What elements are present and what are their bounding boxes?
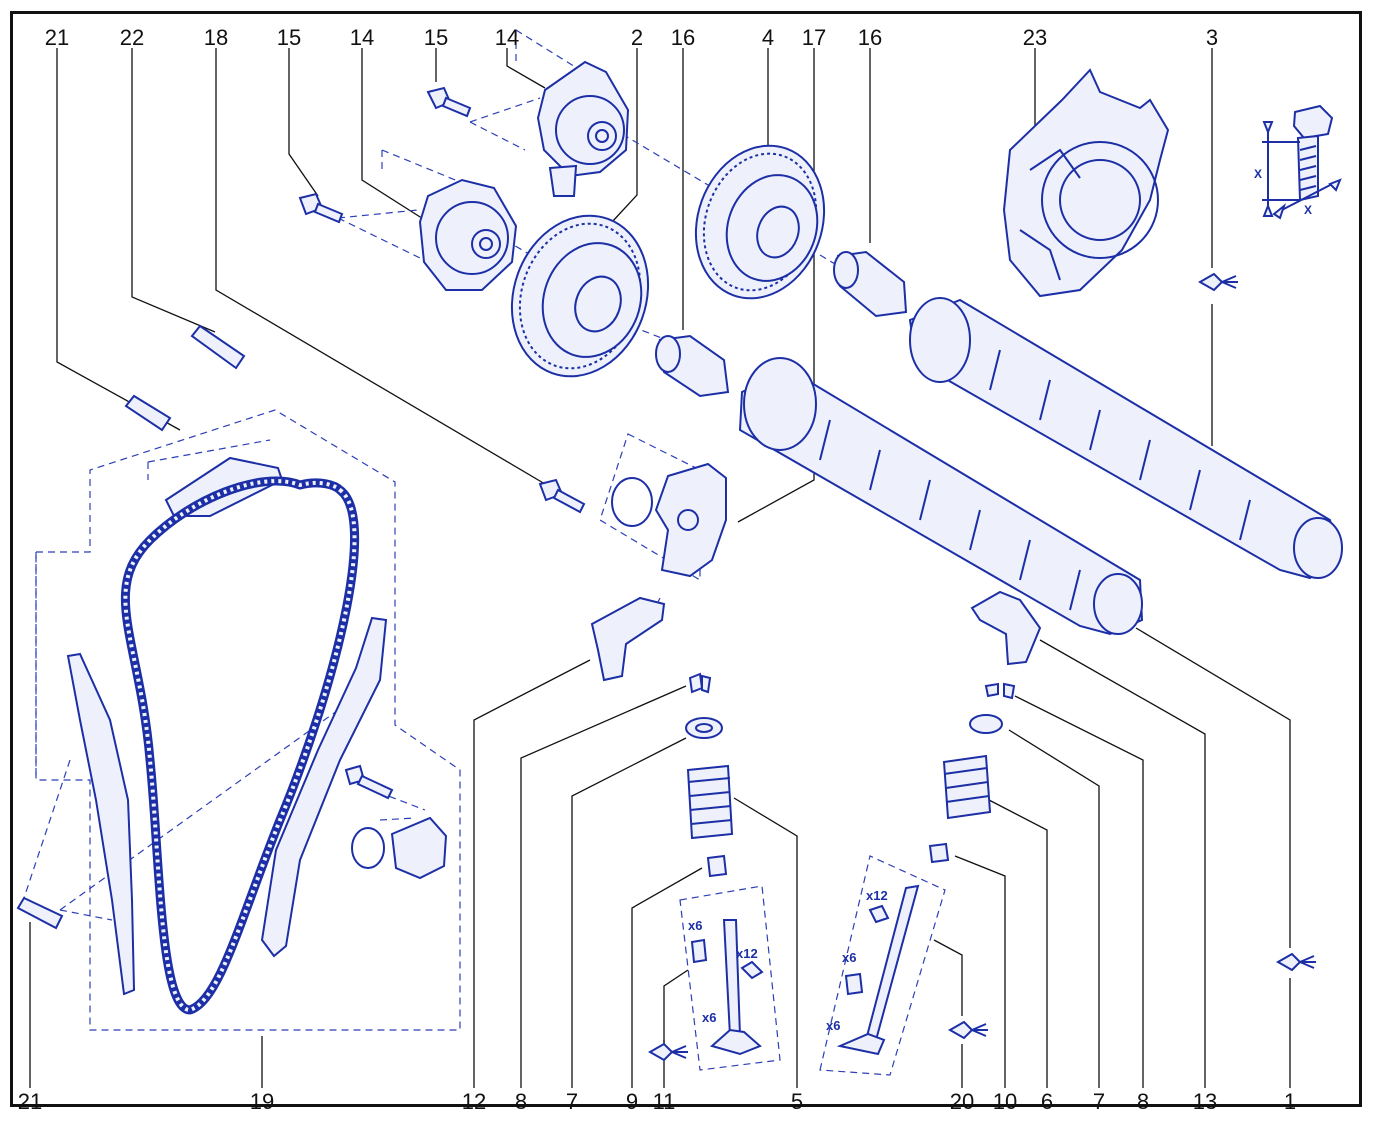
part-8-valve-keeper-right [984,682,1016,700]
qty-label: x6 [842,950,856,965]
qty-label: x6 [688,918,702,933]
part-1-exhaust-camshaft [738,357,1144,636]
part-23-cover [1002,68,1170,298]
part-label-8: 8 [1136,1089,1150,1114]
sealant-icon [647,1042,688,1062]
part-label-12: 12 [461,1089,487,1114]
part-6-valve-spring-right [942,754,992,820]
part-21-dowel-pin-lower [16,896,64,930]
part-label-3: 3 [1205,25,1219,50]
chain-guide-right [260,616,388,958]
part-15-bolt-upper [426,86,472,118]
part-14-vvt-actuator-lower [418,178,518,291]
diagram-frame [10,11,1362,1107]
sealant-icon [1197,272,1238,292]
part-5-valve-spring-left [686,764,734,840]
part-label-2: 2 [630,25,644,50]
dimension-x-vertical: X [1254,167,1262,181]
part-label-10: 10 [992,1089,1018,1114]
chain-guide-upper [164,456,284,517]
part-11-intake-valve [690,919,764,1056]
part-label-21: 21 [44,25,70,50]
part-label-18: 18 [203,25,229,50]
part-label-21: 21 [17,1089,43,1114]
part-label-7: 7 [565,1089,579,1114]
part-label-11: 11 [652,1089,676,1114]
dimension-x-horizontal: X [1304,203,1312,217]
part-label-23: 23 [1022,25,1048,50]
part-18-bolt [538,478,586,514]
part-20-exhaust-valve [836,884,920,1056]
part-4-camshaft-sprocket-intake [694,144,826,300]
part-21-dowel-pin-upper [124,394,172,432]
part-label-20: 20 [949,1089,975,1114]
sealant-icon [947,1020,988,1040]
part-label-16: 16 [670,25,696,50]
part-16-oil-control-valve-lower [655,334,730,398]
part-12-rocker-arm [590,596,666,682]
part-label-19: 19 [249,1089,275,1114]
part-19-timing-chain [120,476,360,1015]
qty-label: x6 [702,1010,716,1025]
part-8-valve-keeper-left [688,672,712,694]
bolt-dimension-diagram: X X [1254,104,1342,220]
part-label-22: 22 [119,25,145,50]
part-2-camshaft-sprocket-exhaust [510,214,650,378]
part-22-dowel-pin [190,324,246,370]
part-16-oil-control-valve-upper [833,250,908,318]
part-15-bolt-lower [298,192,344,224]
part-label-14: 14 [494,25,520,50]
part-label-8: 8 [514,1089,528,1114]
chain-tensioner-lower [344,764,448,880]
part-17-tensioner [611,462,727,578]
sealant-icon [1275,952,1316,972]
part-label-15: 15 [276,25,302,50]
qty-label: x12 [866,888,888,903]
leader-lines [29,48,1291,1088]
part-label-16: 16 [857,25,883,50]
part-10-valve-stem-seal [928,842,950,864]
qty-label: x6 [826,1018,840,1033]
chain-guide-left [66,652,136,996]
part-label-14: 14 [349,25,375,50]
part-label-7: 7 [1092,1089,1106,1114]
part-3-intake-camshaft [908,297,1343,580]
part-14-vvt-actuator-upper [536,60,630,197]
part-label-13: 13 [1192,1089,1218,1114]
part-13-rocker-arm [970,590,1042,666]
part-label-17: 17 [801,25,827,50]
part-9-valve-stem-seal [706,854,728,878]
qty-label: x12 [736,946,758,961]
part-label-1: 1 [1283,1089,1297,1114]
part-7-spring-retainer-right [969,714,1003,734]
part-7-spring-retainer-left [685,717,723,739]
part-label-6: 6 [1040,1089,1054,1114]
part-label-5: 5 [790,1089,804,1114]
part-label-4: 4 [761,25,775,50]
part-label-15: 15 [423,25,449,50]
part-label-9: 9 [625,1089,639,1114]
